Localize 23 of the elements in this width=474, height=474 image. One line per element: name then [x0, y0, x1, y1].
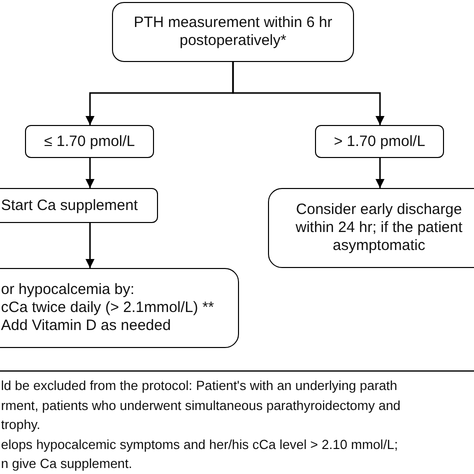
footnote-text: trophy.	[1, 417, 40, 432]
process-box	[268, 188, 474, 268]
process-box	[0, 268, 239, 348]
arrow	[376, 158, 384, 188]
box-text: or hypocalcemia by:	[1, 281, 136, 299]
footnote-text: n give Ca supplement.	[1, 456, 132, 471]
footnote-text: ld be excluded from the protocol: Patient's with an underlying parath	[1, 378, 398, 393]
box-text: PTH measurement within 6 hr postoperatively*	[132, 14, 334, 50]
arrow	[86, 223, 94, 268]
box-text: > 1.70 pmol/L	[332, 132, 426, 150]
box-text: cCa twice daily (> 2.1mmol/L) **	[1, 299, 215, 317]
box-text: ≤ 1.70 pmol/L	[43, 132, 136, 150]
process-box	[0, 188, 158, 223]
box-text: Start Ca supplement	[1, 196, 139, 214]
arrow	[232, 62, 384, 125]
process-box	[315, 125, 444, 158]
box-text: Consider early discharge within 24 hr; if the patient asymptomatic	[294, 201, 464, 255]
process-box	[25, 125, 154, 158]
footnote-text: rment, patients who underwent simultaneous parathyroidectomy and	[1, 398, 401, 412]
arrow	[86, 158, 94, 188]
process-box	[112, 2, 354, 62]
box-text: Add Vitamin D as needed	[1, 317, 172, 335]
footnote-text: elops hypocalcemic symptoms and her/his cCa level > 2.10 mmol/L;	[1, 436, 398, 452]
